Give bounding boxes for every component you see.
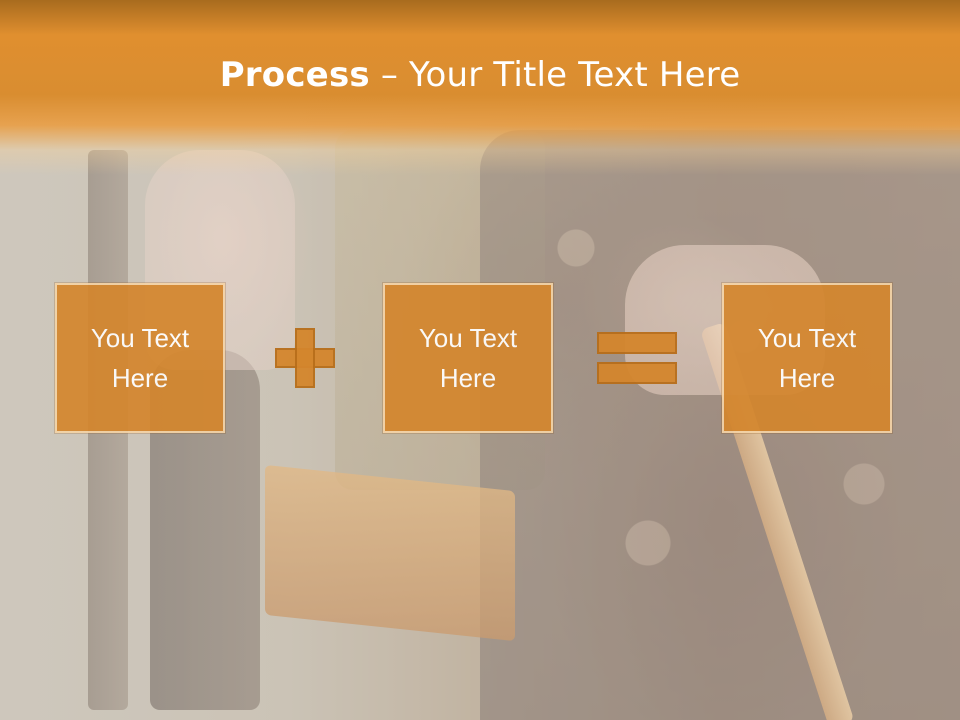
process-box-3[interactable]: You Text Here <box>722 283 892 433</box>
title-rest: – Your Title Text Here <box>369 55 741 95</box>
process-box-1-text: You Text Here <box>90 323 190 393</box>
process-box-2[interactable]: You Text Here <box>383 283 553 433</box>
equals-bottom-bar <box>597 362 677 384</box>
process-box-1[interactable]: You Text Here <box>55 283 225 433</box>
title-bold: Process <box>219 55 370 95</box>
slide-title[interactable]: Process – Your Title Text Here <box>0 50 960 100</box>
plus-icon <box>275 328 335 388</box>
process-box-2-text: You Text Here <box>418 323 518 393</box>
equals-top-bar <box>597 332 677 354</box>
title-band <box>0 0 960 175</box>
plus-vertical-bar <box>295 328 315 388</box>
equals-icon <box>597 332 677 384</box>
process-box-3-text: You Text Here <box>757 323 857 393</box>
